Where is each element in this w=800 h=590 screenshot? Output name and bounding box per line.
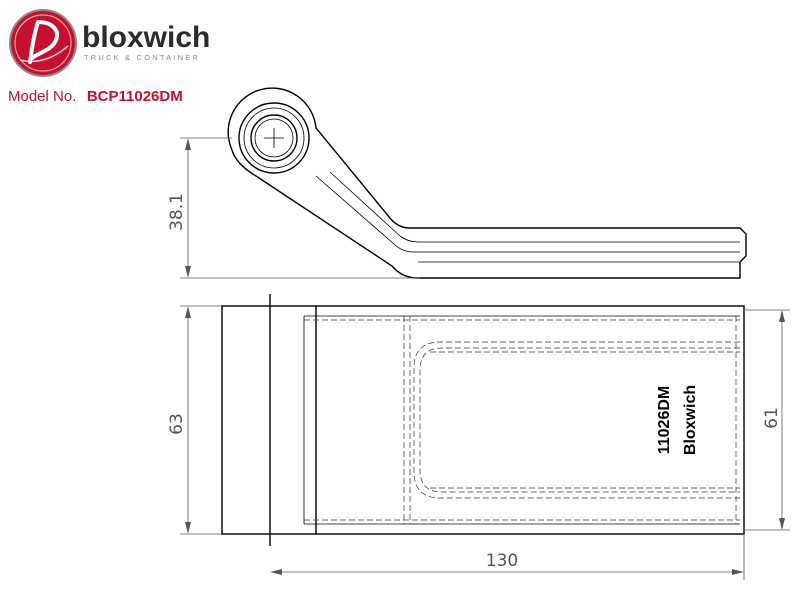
dimension-plan-length: 130	[270, 534, 745, 580]
part-marking: 11026DM Bloxwich	[656, 385, 699, 455]
dimension-label-plan-height-left: 63	[167, 413, 187, 435]
dimension-plan-height-left: 63	[167, 305, 222, 535]
dimension-plan-height-right: 61	[744, 309, 790, 531]
bloxwich-logo	[9, 9, 77, 77]
dimension-label-side-height: 38.1	[167, 193, 187, 231]
model-label: Model No.	[8, 88, 76, 105]
brand-name: bloxwich	[82, 21, 210, 54]
brand-tagline: TRUCK & CONTAINER	[84, 53, 200, 62]
model-value: BCP11026DM	[87, 88, 183, 105]
part-marking-brand: Bloxwich	[682, 385, 699, 455]
dimension-label-plan-height-right: 61	[762, 407, 782, 429]
dimension-side-height: 38.1	[167, 137, 420, 279]
plan-view	[221, 294, 745, 546]
model-number: Model No. BCP11026DM	[8, 88, 183, 105]
part-marking-code: 11026DM	[656, 386, 673, 455]
dimension-label-plan-length: 130	[486, 551, 518, 571]
side-view	[227, 87, 747, 279]
